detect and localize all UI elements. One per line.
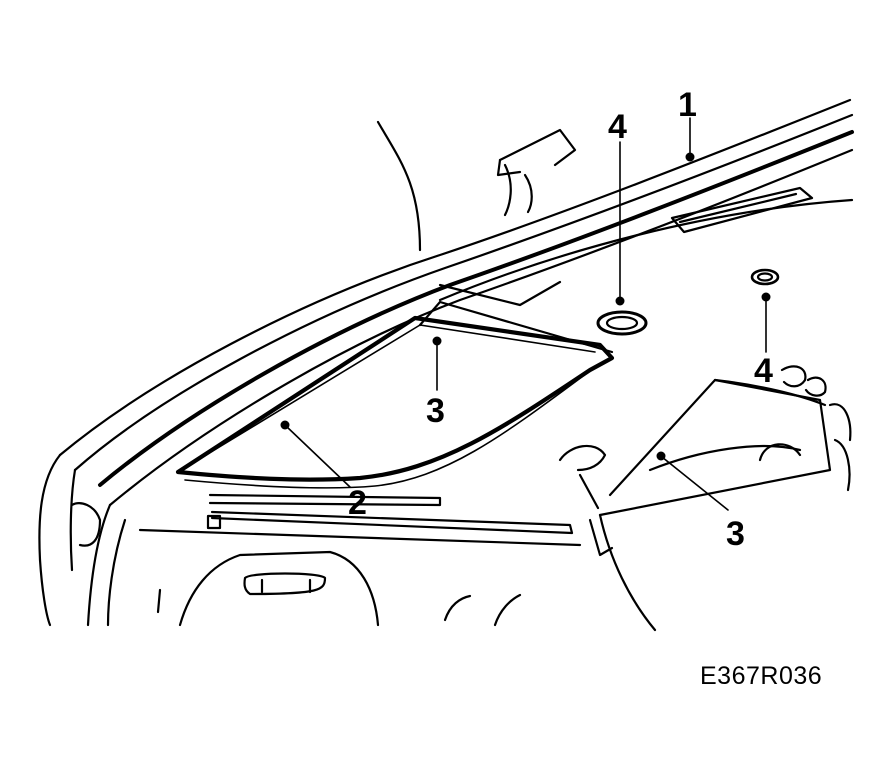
lower-trim bbox=[138, 493, 582, 627]
plug-center bbox=[596, 310, 648, 336]
rear-seal bbox=[558, 378, 852, 632]
figure-code: E367R036 bbox=[700, 662, 823, 690]
callout-4-center: 4 bbox=[608, 108, 627, 146]
callout-2: 2 bbox=[348, 484, 367, 522]
pillar bbox=[38, 453, 127, 627]
callout-3-left: 3 bbox=[426, 392, 445, 430]
seat-outline bbox=[376, 120, 422, 252]
callout-3-right: 3 bbox=[726, 515, 745, 553]
interior-light bbox=[670, 186, 814, 234]
plug-right bbox=[750, 268, 780, 286]
grab-handle bbox=[496, 128, 577, 217]
callout-4-right: 4 bbox=[754, 352, 773, 390]
leader-dots bbox=[280, 152, 771, 461]
callout-1: 1 bbox=[678, 86, 697, 124]
leader-lines bbox=[285, 117, 767, 511]
sunroof-opening bbox=[175, 280, 615, 489]
clip-right bbox=[780, 365, 827, 397]
roof-rail bbox=[58, 98, 854, 507]
